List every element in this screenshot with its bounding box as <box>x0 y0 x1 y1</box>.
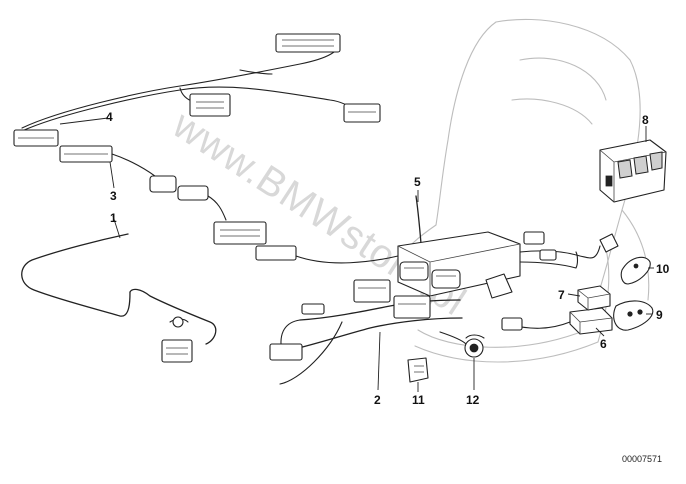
seat-outline <box>397 18 650 363</box>
callout-11: 11 <box>412 393 425 407</box>
callout-12: 12 <box>466 393 480 407</box>
control-unit <box>397 231 521 299</box>
callout-7: 7 <box>558 288 565 302</box>
callout-4: 4 <box>106 110 113 124</box>
connector-center <box>189 93 231 117</box>
part-10-knob <box>620 256 651 285</box>
harness-3 <box>59 145 399 264</box>
harness-2 <box>269 279 463 385</box>
callout-5: 5 <box>414 175 421 189</box>
harness-1 <box>21 233 217 363</box>
document-number: 00007571 <box>622 454 662 464</box>
plug-right-b <box>539 249 557 261</box>
leader-lines <box>59 117 654 392</box>
part-8-switch-block <box>599 139 667 203</box>
plug-3a <box>149 175 177 193</box>
harness-right <box>519 231 619 269</box>
plug-2a <box>353 279 391 303</box>
plug-2b <box>393 295 431 319</box>
plug-2d <box>301 303 325 315</box>
connector-3d <box>255 245 297 261</box>
callout-1: 1 <box>110 211 117 225</box>
part-9-button <box>613 300 654 331</box>
part-12-sensor <box>439 331 485 358</box>
plug-6a <box>501 317 523 331</box>
callouts: 1 2 3 4 5 6 7 8 9 10 11 12 <box>106 110 670 407</box>
connector-3c <box>213 221 267 245</box>
connector-2c <box>269 343 303 361</box>
control-unit-socket-b <box>431 269 461 289</box>
callout-3: 3 <box>110 189 117 203</box>
part-11-clip <box>407 357 429 383</box>
callout-9: 9 <box>656 308 663 322</box>
connector-1 <box>161 339 193 363</box>
callout-2: 2 <box>374 393 381 407</box>
harness-4 <box>13 33 381 147</box>
part-6-bracket <box>501 307 613 335</box>
callout-6: 6 <box>600 337 607 351</box>
plug-right-a <box>523 231 545 245</box>
sensor-1 <box>172 316 184 328</box>
callout-8: 8 <box>642 113 649 127</box>
connector-right-small <box>343 103 381 123</box>
callout-10: 10 <box>656 262 670 276</box>
control-unit-socket-a <box>399 261 429 281</box>
plug-3b <box>177 185 209 201</box>
connector-top-right <box>275 33 341 53</box>
part-7-switch <box>577 285 611 311</box>
